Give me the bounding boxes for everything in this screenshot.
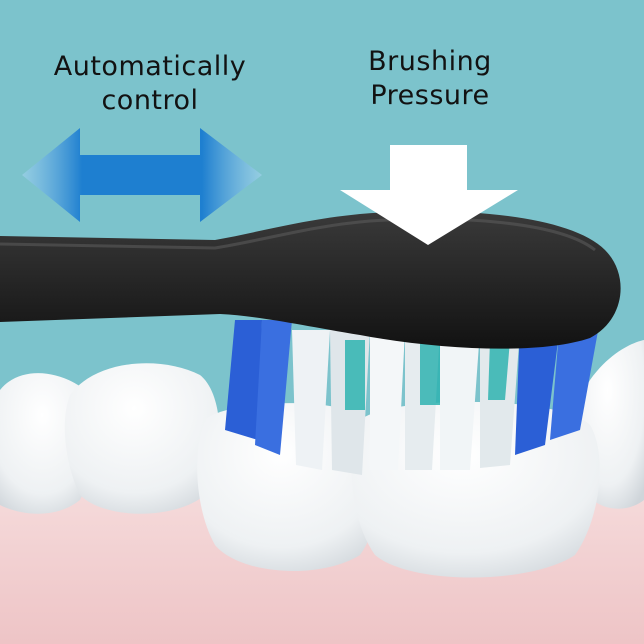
right-label-line1: Brushing: [368, 46, 492, 77]
double-horizontal-arrow-icon: [22, 128, 262, 222]
brush-head: [0, 211, 621, 349]
right-label-line2: Pressure: [370, 80, 490, 111]
left-label-line1: Automatically: [53, 51, 247, 82]
down-arrow-icon: [340, 145, 518, 245]
bristles: [225, 320, 600, 475]
brushing-pressure-label: Brushing Pressure: [340, 45, 520, 113]
brush-head-highlight: [0, 217, 596, 252]
automatically-control-label: Automatically control: [40, 50, 260, 118]
left-label-line2: control: [101, 85, 199, 116]
